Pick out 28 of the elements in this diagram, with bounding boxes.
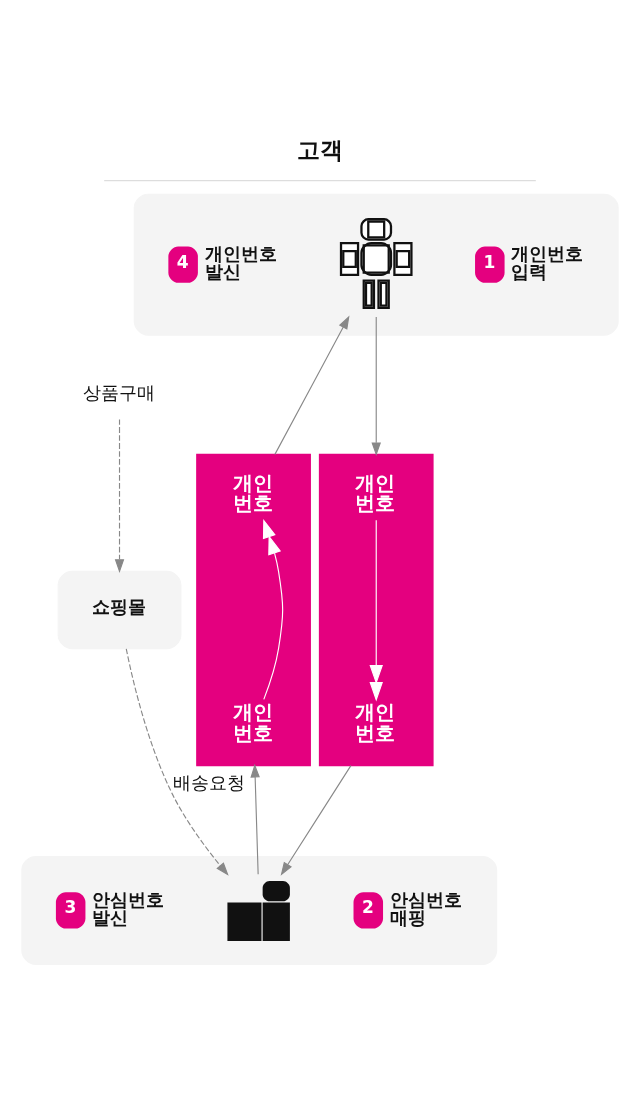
arrow (125, 647, 229, 876)
node-box: 3 (55, 891, 86, 929)
edge-label: 배송요청 (172, 771, 245, 793)
node-label: 안심번호 발신 (92, 888, 165, 928)
node-text: 상품구매 (83, 381, 156, 403)
node-text: 개인 번호 (355, 699, 396, 745)
node-text: 개인 번호 (355, 470, 396, 515)
cluster (196, 453, 311, 766)
arrow (371, 315, 381, 456)
arrow (114, 418, 125, 573)
diagram-title: 고객 (296, 136, 343, 163)
node-text: 개인 번호 (232, 699, 273, 745)
node-label: 개인번호 발신 (204, 242, 277, 282)
arrow (274, 315, 350, 455)
node-label: 개인번호 입력 (511, 242, 584, 282)
arrow (369, 519, 383, 701)
arrow (262, 518, 284, 700)
node-text: 개인 번호 (232, 470, 273, 515)
arrow (280, 764, 352, 876)
node-label: 안심번호 매핑 (389, 888, 462, 928)
node-box: 쇼핑몰 (57, 570, 182, 649)
cluster (318, 453, 434, 766)
node-box: 4 (168, 246, 198, 283)
cluster (133, 193, 619, 336)
cluster (21, 855, 498, 965)
node-box: 1 (475, 246, 505, 283)
node-box: 2 (353, 891, 384, 929)
arrow (250, 763, 260, 875)
